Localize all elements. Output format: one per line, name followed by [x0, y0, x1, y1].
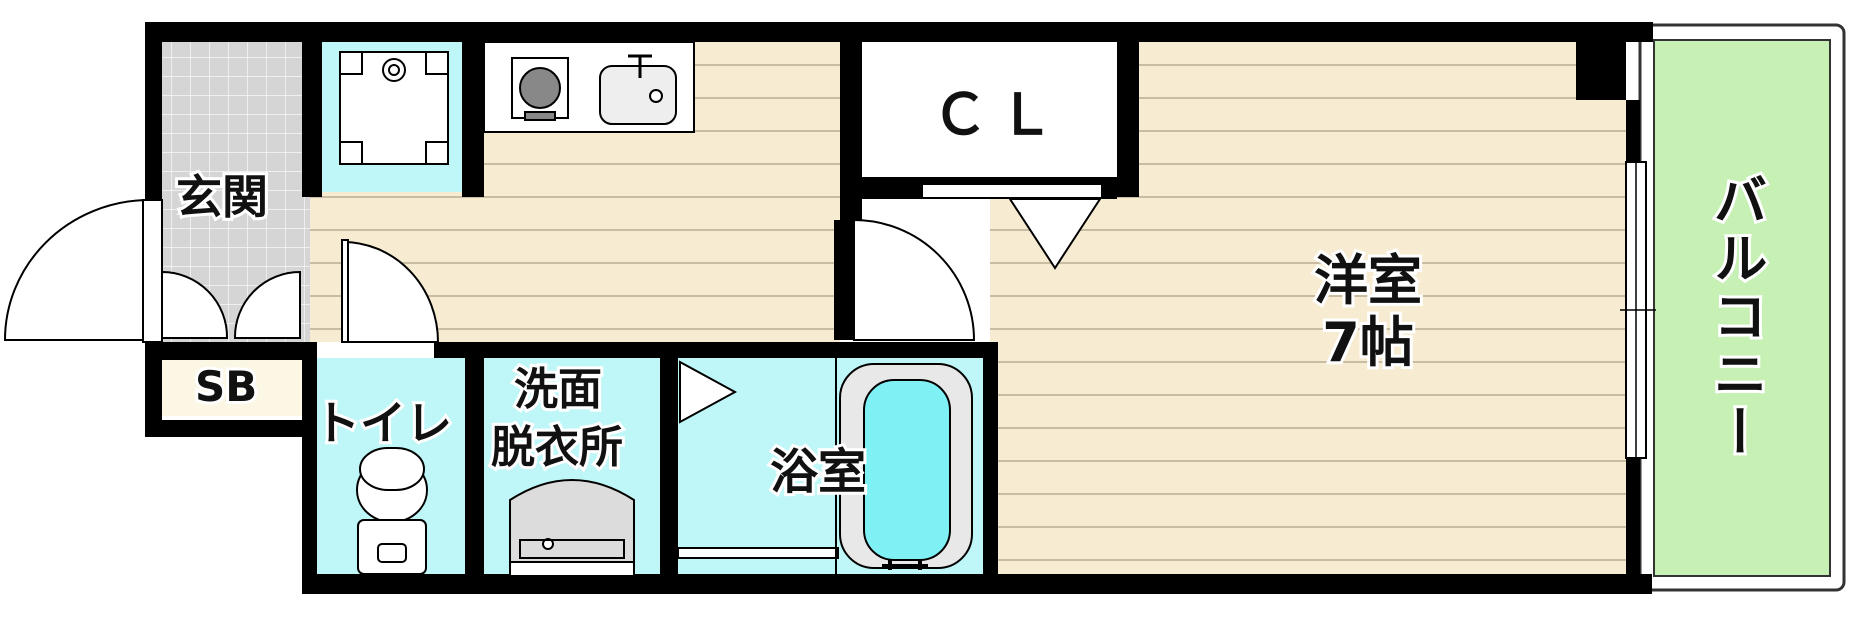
sb-label: SB	[192, 362, 260, 411]
sb-floor	[162, 360, 302, 416]
room-door	[853, 218, 976, 341]
toilet-door	[341, 239, 440, 343]
entrance-door	[3, 199, 163, 343]
window	[1620, 161, 1656, 459]
western-room-size-label: 7帖	[1319, 311, 1417, 374]
closet-opening	[921, 183, 1103, 270]
balcony-area	[1638, 23, 1846, 592]
bath-label: 浴室	[767, 444, 869, 500]
western-room-label: 洋室	[1311, 249, 1425, 312]
genkan-label: 玄関	[173, 170, 271, 224]
washbasin	[509, 479, 635, 577]
washroom-label-line2: 脱衣所	[488, 422, 626, 473]
walls	[145, 22, 1653, 594]
toilet-label: トイレ	[311, 396, 455, 450]
closet-label: ＣＬ	[929, 83, 1064, 148]
closet-floor	[862, 42, 1117, 177]
balcony-label: バルコニー	[1701, 169, 1770, 465]
washroom-label-line1: 洗面	[511, 364, 605, 415]
bath-partition	[677, 358, 839, 576]
washing-machine-pan	[339, 51, 449, 165]
kitchen-counter	[483, 41, 695, 133]
toilet-fixture	[356, 447, 428, 575]
bath-door	[679, 360, 738, 424]
shoe-box-doors	[161, 270, 301, 339]
bathtub	[839, 363, 973, 570]
